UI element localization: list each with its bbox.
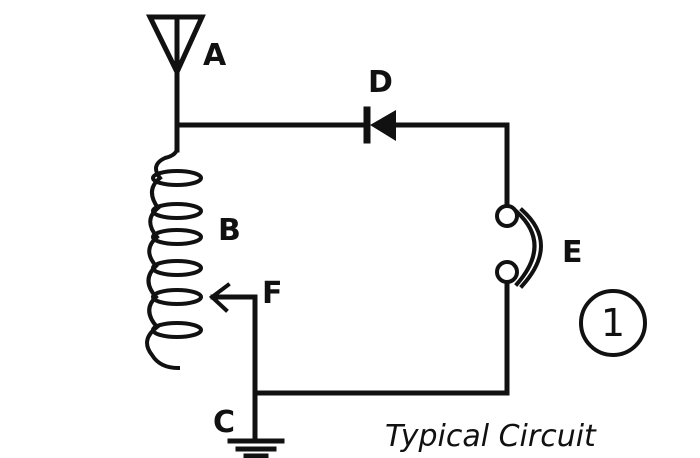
coil-icon: [145, 145, 203, 371]
diode-icon: [363, 106, 396, 144]
label-ground: C: [213, 405, 235, 440]
figure-number-badge: 1: [579, 289, 647, 357]
figure-number: 1: [601, 301, 625, 345]
caption: Typical Circuit: [385, 419, 597, 454]
antenna-icon: [145, 14, 206, 153]
label-coil: B: [218, 213, 241, 248]
wire-top: [174, 122, 510, 208]
earphone-icon: [495, 204, 543, 289]
label-diode: D: [368, 65, 393, 100]
label-earphone: E: [562, 235, 583, 270]
label-tap: F: [262, 276, 283, 311]
label-antenna: A: [203, 38, 227, 73]
wire-bottom: [252, 279, 510, 396]
ground-icon: [227, 438, 285, 458]
